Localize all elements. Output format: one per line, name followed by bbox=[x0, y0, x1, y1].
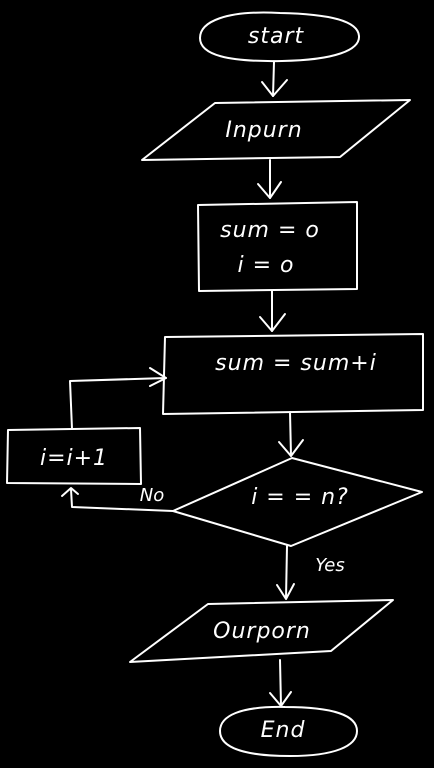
output-parallelogram bbox=[129, 599, 394, 663]
init-rectangle bbox=[197, 201, 358, 292]
end-oval bbox=[219, 705, 358, 757]
decision-block: i = = n? bbox=[172, 457, 423, 547]
input-block: Inpurn bbox=[141, 99, 411, 161]
yes-label: Yes bbox=[315, 555, 344, 576]
no-label: No bbox=[140, 485, 164, 506]
yes-branch: Yes bbox=[276, 545, 345, 600]
arrow-accumulate-to-decision bbox=[278, 411, 304, 457]
arrow-start-to-input bbox=[261, 61, 288, 97]
input-label: Inpurn bbox=[225, 118, 302, 143]
accumulate-rectangle bbox=[162, 333, 424, 415]
end-terminator: End bbox=[219, 705, 358, 757]
increment-block: i=i+1 bbox=[6, 427, 142, 485]
init-block: sum = o i = o bbox=[197, 201, 358, 292]
arrow-output-to-end bbox=[269, 659, 292, 707]
arrow-input-to-init bbox=[257, 159, 282, 199]
no-branch: No bbox=[61, 485, 174, 512]
increment-rectangle bbox=[6, 427, 142, 485]
start-terminator: start bbox=[199, 11, 361, 63]
end-label: End bbox=[261, 718, 306, 743]
arrow-init-to-accumulate bbox=[259, 290, 286, 332]
init-i-label: i = o bbox=[238, 253, 295, 278]
start-label: start bbox=[248, 24, 305, 49]
increment-label: i=i+1 bbox=[40, 446, 108, 471]
decision-label: i = = n? bbox=[251, 485, 349, 510]
accumulate-block: sum = sum+i bbox=[162, 333, 424, 415]
input-parallelogram bbox=[141, 99, 411, 161]
decision-diamond bbox=[172, 457, 423, 547]
start-oval bbox=[199, 11, 361, 63]
arrow-increment-to-accumulate bbox=[69, 367, 167, 430]
accumulate-label: sum = sum+i bbox=[215, 351, 377, 376]
output-block: Ourporn bbox=[129, 599, 394, 663]
init-sum-label: sum = o bbox=[220, 218, 320, 243]
output-label: Ourporn bbox=[213, 619, 311, 644]
